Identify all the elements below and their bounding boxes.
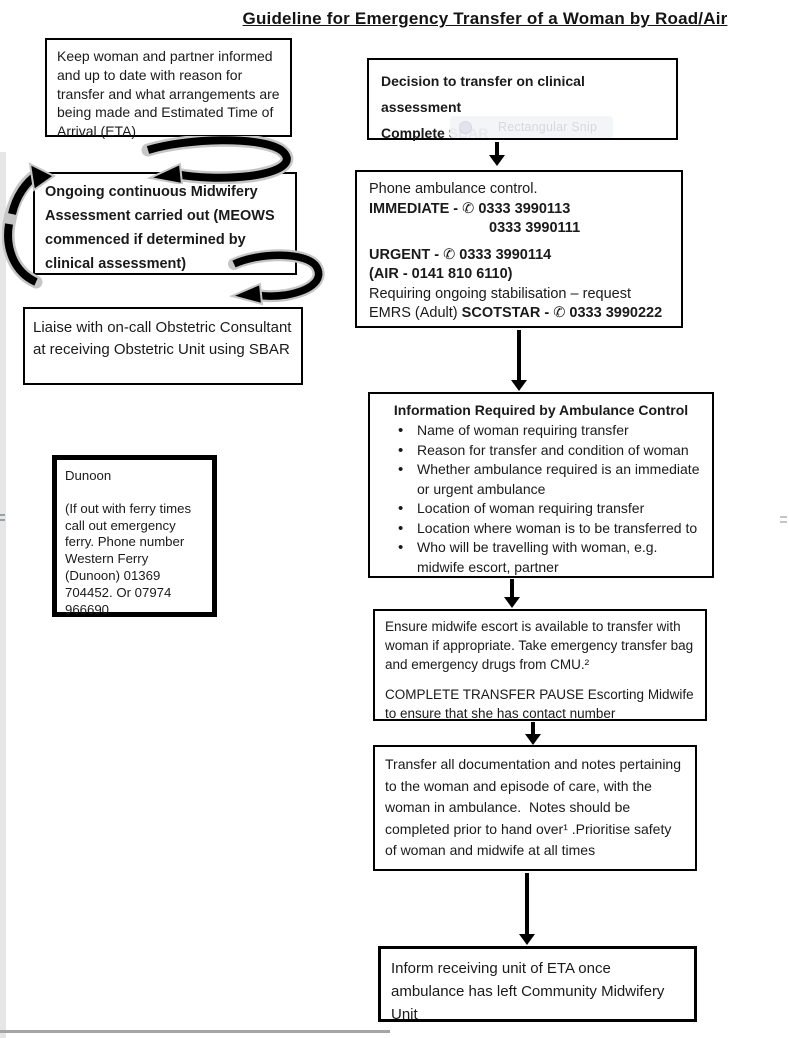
phone-line: IMMEDIATE - ✆ 0333 3990113: [369, 200, 571, 217]
escort-paragraph: COMPLETE TRANSFER PAUSE Escorting Midwif…: [385, 687, 698, 721]
rectangular-snip-watermark: Rectangular Snip: [450, 116, 613, 138]
phone-line: Phone ambulance control.: [369, 181, 538, 197]
snip-watermark-label: Rectangular Snip: [498, 120, 598, 134]
dunoon-ferry-box: Dunoon (If out with ferry times call out…: [52, 455, 217, 617]
documentation-box: Transfer all documentation and notes per…: [373, 745, 697, 871]
phone-line: URGENT - ✆ 0333 3990114: [369, 246, 552, 263]
info-required-box: Information Required by Ambulance Contro…: [368, 392, 714, 578]
info-bullet-item: Name of woman requiring transfer: [380, 421, 702, 441]
flow-arrow-1: [489, 142, 505, 166]
phone-line: Requiring ongoing stabilisation – reques…: [369, 285, 631, 302]
phone-line: (AIR - 0141 810 6110): [369, 266, 513, 282]
dunoon-title: Dunoon: [65, 468, 112, 483]
inform-eta-box: Inform receiving unit of ETA once ambula…: [378, 946, 697, 1023]
escort-paragraph: Ensure midwife escort is available to tr…: [385, 619, 697, 672]
edge-mark-left-1: [0, 514, 5, 516]
info-bullet-item: Location where woman is to be transferre…: [380, 519, 702, 539]
phone-ambulance-box: Phone ambulance control. IMMEDIATE - ✆ 03…: [355, 170, 683, 328]
page-edge-artifact-bottom: [0, 1030, 390, 1033]
flow-arrow-2: [511, 330, 527, 391]
decision-line: Decision to transfer on clinical assessm…: [381, 73, 585, 115]
curved-arrow-bottom-icon: [228, 249, 325, 306]
phone-line: EMRS (Adult) SCOTSTAR - ✆ 0333 3990222: [369, 305, 663, 321]
info-required-heading: Information Required by Ambulance Contro…: [393, 402, 689, 418]
phone-line: 0333 3990111: [489, 220, 581, 236]
curved-arrow-top-icon: [141, 136, 294, 184]
dunoon-body: (If out with ferry times call out emerge…: [65, 500, 195, 617]
edge-mark-right-1: [780, 516, 787, 518]
flow-arrow-5: [519, 873, 535, 945]
snip-mode-icon: [459, 120, 472, 134]
info-bullet-item: Whether ambulance required is an immedia…: [380, 460, 702, 499]
edge-mark-left-2: [0, 519, 5, 521]
page-title: Guideline for Emergency Transfer of a Wo…: [242, 9, 728, 28]
info-bullet-item: Location of woman requiring transfer: [380, 499, 702, 519]
midwife-escort-box: Ensure midwife escort is available to tr…: [373, 609, 707, 721]
info-bullet-item: Who will be travelling with woman, e.g. …: [380, 538, 702, 577]
edge-mark-right-2: [780, 521, 787, 523]
info-bullet-item: Reason for transfer and condition of wom…: [380, 441, 702, 461]
keep-informed-box: Keep woman and partner informed and up t…: [45, 38, 292, 139]
liaise-obstetric-box: Liaise with on-call Obstetric Consultant…: [23, 307, 303, 385]
flow-arrow-3: [504, 579, 520, 608]
page-edge-artifact-left: [0, 152, 6, 1038]
circular-arrow-left-icon: [2, 162, 56, 289]
flow-arrow-4: [525, 722, 541, 745]
